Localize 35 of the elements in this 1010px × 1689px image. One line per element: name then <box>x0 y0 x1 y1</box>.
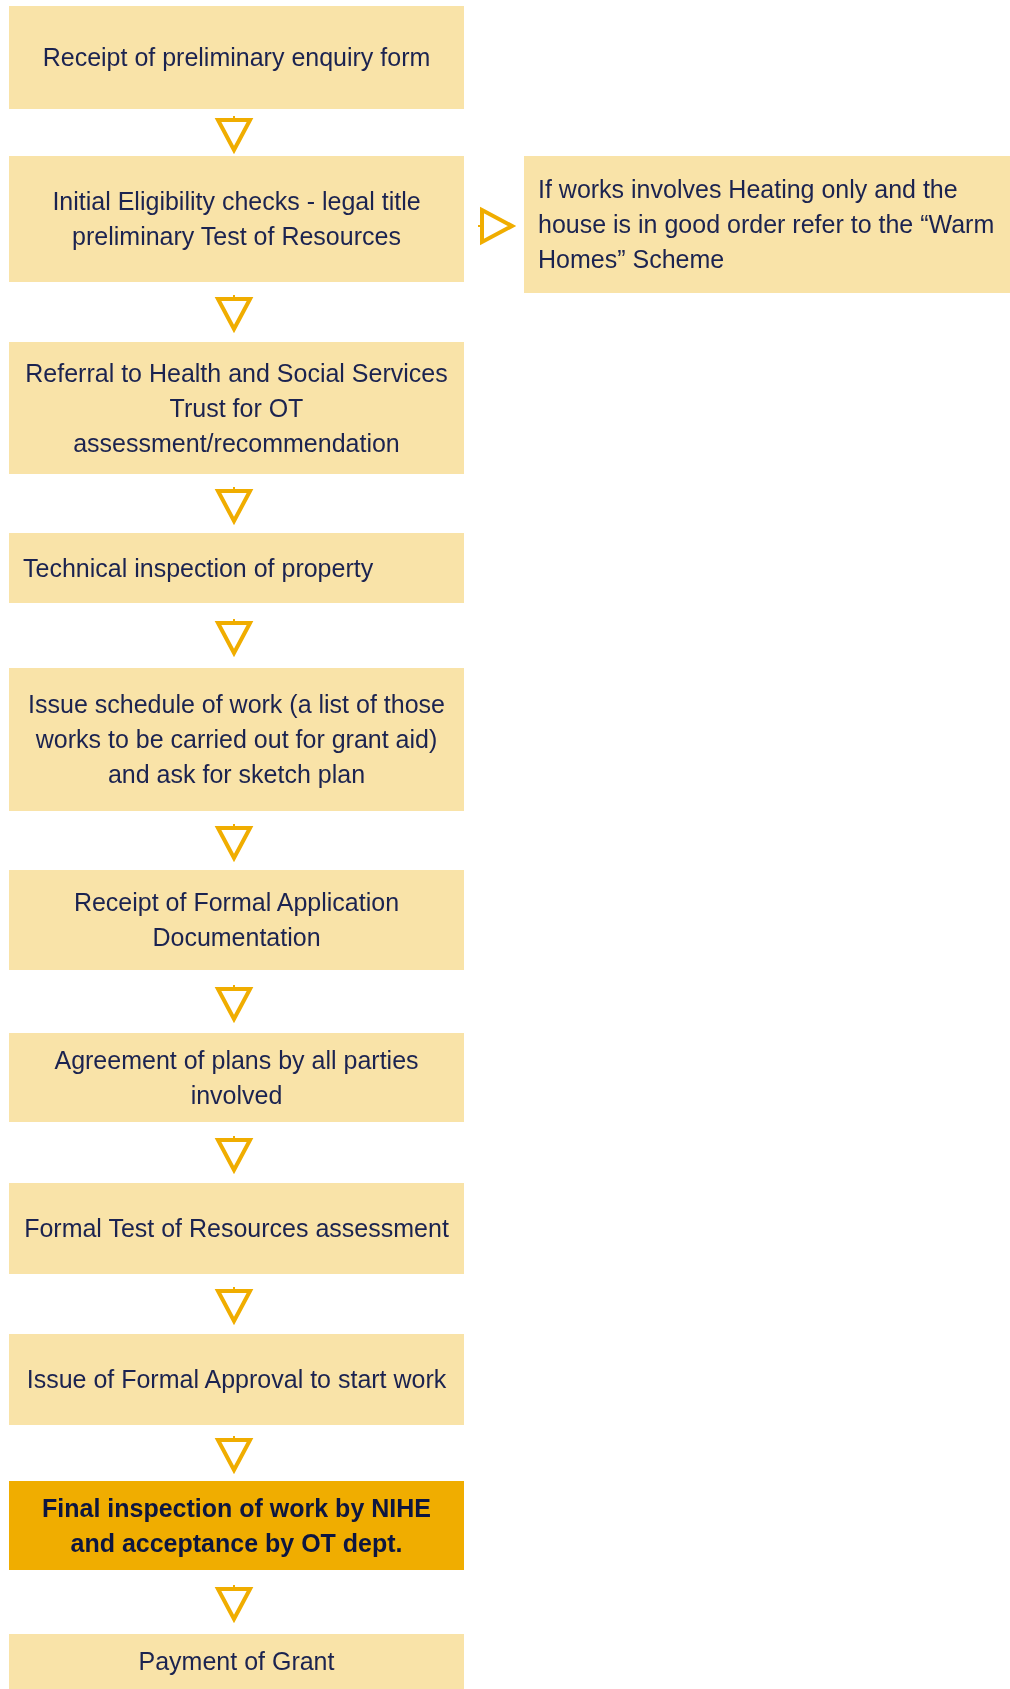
arrow <box>216 823 252 860</box>
arrow <box>477 208 514 244</box>
step-text: Formal Test of Resources assessment <box>23 1213 450 1244</box>
step-text: Issue of Formal Approval to start work <box>25 1364 448 1395</box>
step-box <box>9 533 464 603</box>
step-box <box>9 1033 464 1122</box>
step-box <box>9 342 464 474</box>
arrow <box>216 1135 252 1172</box>
arrow <box>216 984 252 1021</box>
arrow <box>216 1435 252 1472</box>
step-text: Referral to Health and Social Services Trust for OT assessment/recommendation <box>24 357 449 459</box>
step-box <box>9 870 464 970</box>
step-box <box>524 156 1010 293</box>
arrow <box>216 294 252 331</box>
step-text: Technical inspection of property <box>23 552 375 584</box>
step-box <box>9 1183 464 1274</box>
step-text: Issue schedule of work (a list of those works to be carried out for grant aid) and ask for sketch plan <box>27 689 446 790</box>
arrow <box>216 1584 252 1621</box>
highlighted-step-box <box>9 1481 464 1570</box>
step-box <box>9 1634 464 1689</box>
step-box <box>9 6 464 109</box>
step-text: Agreement of plans by all parties involved <box>53 1044 420 1111</box>
step-text: Receipt of preliminary enquiry form <box>41 42 432 73</box>
step-box <box>9 156 464 282</box>
step-text: If works involves Heating only and the house is in good order refer to the “Warm Homes” Scheme <box>538 174 996 275</box>
step-text: Payment of Grant <box>137 1646 336 1677</box>
step-text: Initial Eligibility checks - legal title preliminary Test of Resources <box>51 186 422 252</box>
step-box <box>9 1334 464 1425</box>
step-text: Receipt of Formal Application Documentation <box>72 887 401 953</box>
arrow <box>216 1286 252 1323</box>
step-box <box>9 668 464 811</box>
step-text: Final inspection of work by NIHE and acceptance by OT dept. <box>41 1492 432 1559</box>
arrow <box>216 486 252 523</box>
arrow <box>216 618 252 655</box>
arrow <box>216 115 252 152</box>
